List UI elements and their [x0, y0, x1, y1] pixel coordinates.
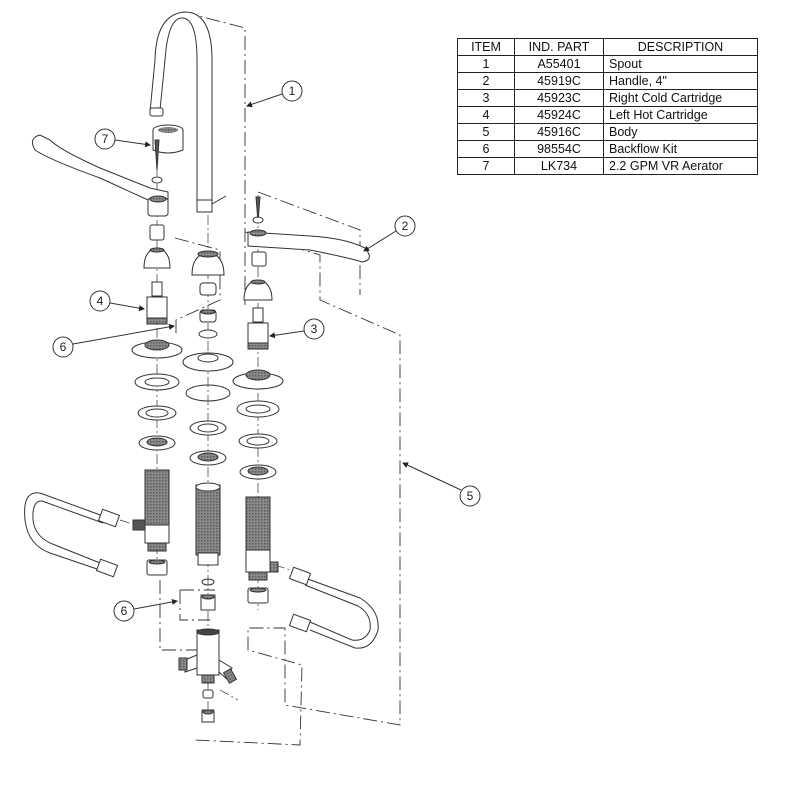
header-ind-part: IND. PART	[514, 38, 604, 56]
valve-bodies	[132, 469, 279, 604]
callout-2-label: 2	[402, 219, 409, 233]
callout-5-label: 5	[467, 489, 474, 503]
table-row: 6 98554C Backflow Kit	[457, 140, 758, 158]
cell-part: 45916C	[514, 123, 604, 141]
callout-7-label: 7	[102, 132, 109, 146]
callout-6-lower-label: 6	[121, 604, 128, 618]
cell-part: A55401	[514, 55, 604, 73]
callout-6-lower: 6	[113, 598, 178, 622]
table-row: 4 45924C Left Hot Cartridge	[457, 106, 758, 124]
callout-6-upper: 6	[52, 323, 175, 358]
header-description: DESCRIPTION	[603, 38, 758, 56]
cell-description: Spout	[603, 55, 758, 73]
table-row: 2 45919C Handle, 4"	[457, 72, 758, 90]
washers	[134, 373, 280, 480]
table-row: 3 45923C Right Cold Cartridge	[457, 89, 758, 107]
cell-description: Left Hot Cartridge	[603, 106, 758, 124]
callout-4: 4	[89, 290, 145, 312]
cell-description: 2.2 GPM VR Aerator	[603, 157, 758, 175]
cell-part: 98554C	[514, 140, 604, 158]
table-row: 1 A55401 Spout	[457, 55, 758, 73]
callout-2: 2	[363, 215, 416, 252]
backflow-tee	[178, 594, 238, 723]
spout-part	[149, 11, 227, 213]
callout-3-label: 3	[311, 322, 318, 336]
parts-table: ITEM IND. PART DESCRIPTION 1 A55401 Spou…	[457, 38, 758, 175]
cell-item: 3	[457, 89, 515, 107]
callout-1: 1	[246, 80, 303, 108]
header-item: ITEM	[457, 38, 515, 56]
supply-hoses	[24, 492, 379, 649]
center-column-parts	[191, 250, 225, 339]
aerator-part	[152, 124, 184, 154]
callout-7: 7	[94, 128, 151, 150]
cell-item: 2	[457, 72, 515, 90]
cell-part: 45924C	[514, 106, 604, 124]
cell-description: Backflow Kit	[603, 140, 758, 158]
left-handle-part	[31, 134, 171, 325]
cell-part: LK734	[514, 157, 604, 175]
callout-6-upper-label: 6	[60, 340, 67, 354]
cell-item: 7	[457, 157, 515, 175]
cell-description: Handle, 4"	[603, 72, 758, 90]
cell-item: 6	[457, 140, 515, 158]
table-row: 5 45916C Body	[457, 123, 758, 141]
phantom-lines	[159, 11, 401, 746]
table-header-row: ITEM IND. PART DESCRIPTION	[457, 38, 758, 56]
cell-item: 5	[457, 123, 515, 141]
callout-5: 5	[402, 462, 481, 507]
callout-4-label: 4	[97, 294, 104, 308]
callout-3: 3	[269, 318, 325, 340]
callout-1-label: 1	[289, 84, 296, 98]
escutcheon-plates	[131, 339, 284, 390]
table-row: 7 LK734 2.2 GPM VR Aerator	[457, 157, 758, 175]
cell-part: 45923C	[514, 89, 604, 107]
cell-item: 4	[457, 106, 515, 124]
cell-part: 45919C	[514, 72, 604, 90]
cell-item: 1	[457, 55, 515, 73]
cell-description: Body	[603, 123, 758, 141]
right-handle-part	[243, 196, 370, 350]
cell-description: Right Cold Cartridge	[603, 89, 758, 107]
